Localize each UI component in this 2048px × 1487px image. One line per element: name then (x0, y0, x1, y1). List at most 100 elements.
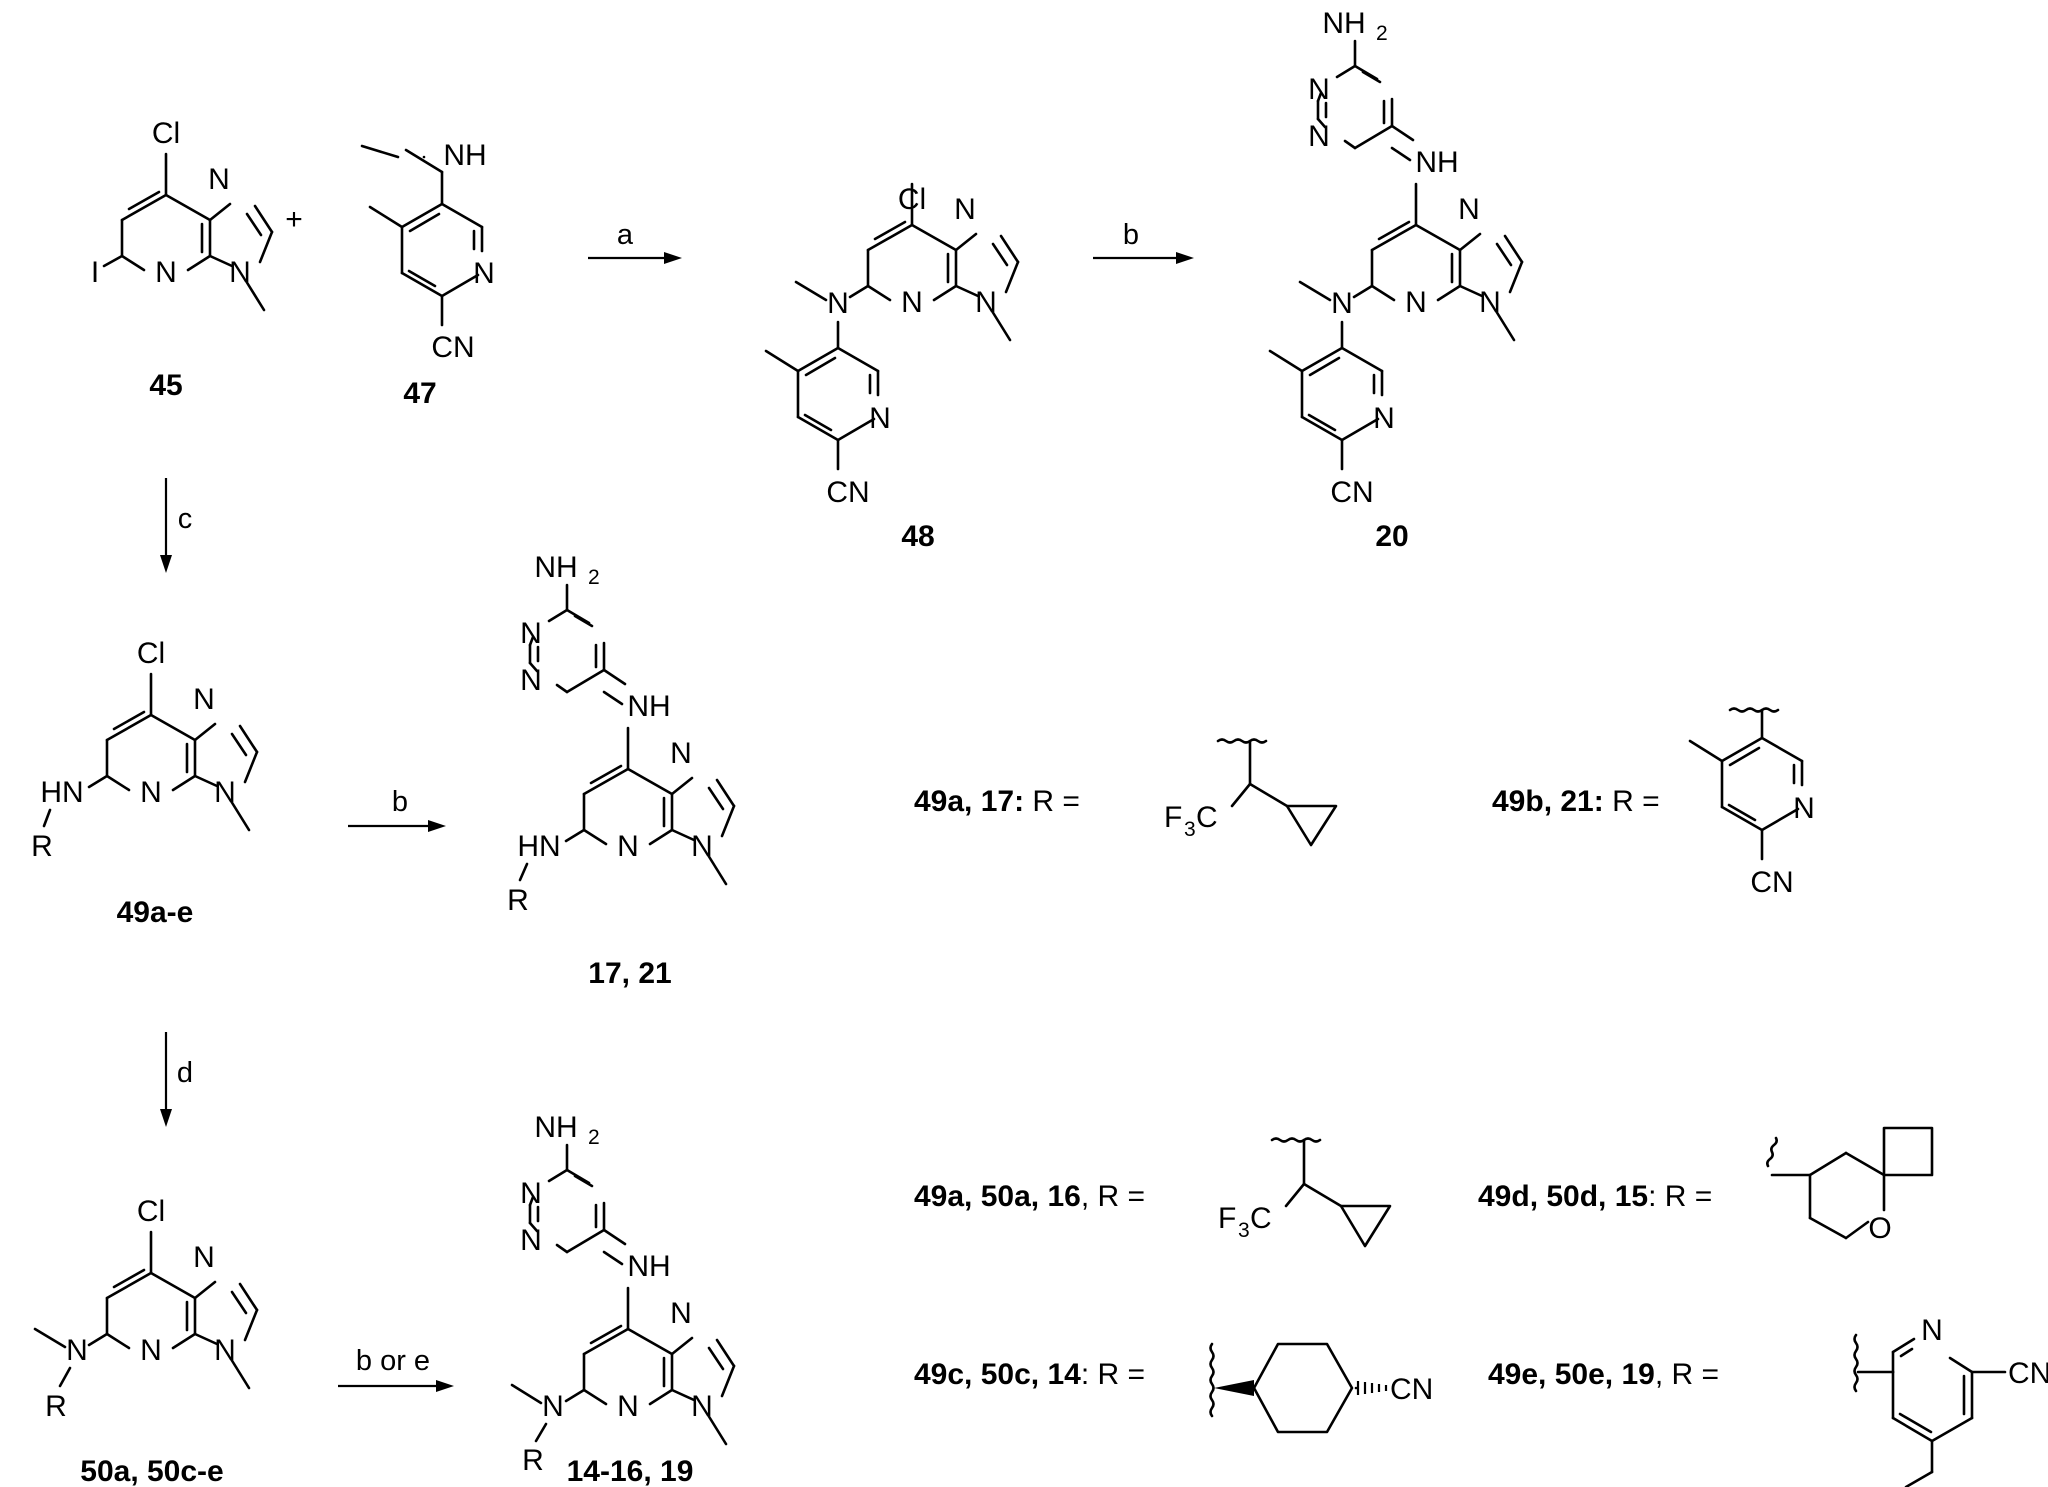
svg-text:R: R (31, 830, 53, 863)
condition-b-middle: b (392, 786, 408, 818)
arrow-b-top: b (1093, 219, 1194, 264)
svg-text:N: N (229, 256, 251, 289)
svg-text:N: N (1405, 286, 1427, 319)
svg-text:49a, 50a, 16, R =: 49a, 50a, 16, R = (914, 1180, 1145, 1213)
svg-text:N: N (827, 287, 849, 320)
svg-text:CN: CN (1750, 866, 1793, 899)
svg-text:C: C (1196, 801, 1218, 834)
svg-text:R: R (522, 1444, 544, 1477)
svg-text:N: N (1308, 120, 1330, 153)
svg-text:N: N (140, 776, 162, 809)
r-group-49b-21: 49b, 21: R = N CN (1492, 707, 1815, 899)
svg-text:49b, 21: R =: 49b, 21: R = (1492, 785, 1660, 818)
svg-text:N: N (954, 193, 976, 226)
svg-text:N: N (691, 830, 713, 863)
compound-label-45: 45 (149, 369, 182, 402)
r-group-49a-17: 49a, 17: R = F 3 C (914, 738, 1338, 847)
svg-text:HN: HN (517, 830, 560, 863)
arrow-d: d (160, 1032, 193, 1127)
svg-text:NH: NH (627, 1250, 670, 1283)
svg-text:CN: CN (431, 331, 474, 364)
svg-text:N: N (193, 1241, 215, 1274)
svg-text:N: N (473, 257, 495, 290)
svg-text:N: N (670, 737, 692, 770)
condition-b-or-e: b or e (356, 1345, 430, 1377)
compound-48: Cl N N N N N CN 48 (764, 182, 1020, 553)
svg-text:N: N (542, 1390, 564, 1423)
compound-49a-e: Cl N N N HN R 49a-e (31, 637, 259, 929)
svg-text:N: N (901, 286, 923, 319)
svg-text:CN: CN (1390, 1373, 1433, 1406)
arrow-b-or-e: b or e (338, 1345, 454, 1392)
svg-text:N: N (617, 1390, 639, 1423)
compound-45: Cl N N N I 45 (91, 117, 274, 402)
compound-50: Cl N N N N R 50a, 50c-e (33, 1195, 259, 1487)
svg-text:49d, 50d, 15: R =: 49d, 50d, 15: R = (1478, 1180, 1712, 1213)
svg-text:N: N (617, 830, 639, 863)
svg-text:CN: CN (826, 476, 869, 509)
svg-text:N: N (214, 776, 236, 809)
compound-label-48: 48 (901, 520, 934, 553)
compound-label-47: 47 (403, 377, 436, 410)
svg-text:N: N (1373, 402, 1395, 435)
svg-text:3: 3 (1238, 1219, 1250, 1242)
svg-text:NH: NH (443, 139, 486, 172)
svg-text:49c, 50c, 14: R =: 49c, 50c, 14: R = (914, 1358, 1145, 1391)
condition-d: d (177, 1057, 193, 1089)
svg-text:F: F (1218, 1202, 1236, 1235)
svg-text:O: O (1868, 1212, 1891, 1245)
svg-text:N: N (214, 1334, 236, 1367)
svg-text:N: N (1308, 73, 1330, 106)
svg-text:N: N (1331, 287, 1353, 320)
svg-text:N: N (691, 1390, 713, 1423)
svg-text:N: N (193, 683, 215, 716)
compound-14-19: N N N NH N N NH 2 N R 14-16, 19 (510, 1111, 736, 1487)
svg-text:F: F (1164, 801, 1182, 834)
svg-text:N: N (140, 1334, 162, 1367)
svg-text:N: N (1793, 792, 1815, 825)
plus-sign: + (285, 203, 303, 236)
svg-text:R: R (45, 1390, 67, 1423)
compound-label-20: 20 (1375, 520, 1408, 553)
svg-text:N: N (66, 1334, 88, 1367)
svg-text:Cl: Cl (137, 637, 165, 670)
svg-text:N: N (975, 286, 997, 319)
svg-text:N: N (520, 617, 542, 650)
compound-label-17-21: 17, 21 (588, 957, 671, 990)
r-group-49d-50d-15: 49d, 50d, 15: R = O (1478, 1126, 1934, 1245)
svg-text:Cl: Cl (137, 1195, 165, 1228)
svg-text:CN: CN (1330, 476, 1373, 509)
svg-text:NH: NH (627, 690, 670, 723)
svg-text:N: N (1921, 1314, 1943, 1347)
svg-text:NH: NH (1322, 7, 1365, 40)
arrow-c: c (160, 478, 192, 573)
svg-text:N: N (155, 256, 177, 289)
condition-b-top: b (1123, 219, 1139, 251)
r-group-49c-50c-14: 49c, 50c, 14: R = CN (914, 1342, 1433, 1434)
compound-47: NH N CN 47 (360, 139, 495, 410)
svg-text:NH: NH (1415, 146, 1458, 179)
svg-text:49e, 50e, 19, R =: 49e, 50e, 19, R = (1488, 1358, 1719, 1391)
condition-c: c (178, 503, 193, 535)
svg-text:49a, 17: R =: 49a, 17: R = (914, 785, 1080, 818)
svg-text:N: N (670, 1297, 692, 1330)
svg-text:N: N (869, 402, 891, 435)
svg-text:CN: CN (2008, 1357, 2048, 1390)
svg-text:NH: NH (534, 1111, 577, 1144)
svg-text:C: C (1250, 1202, 1272, 1235)
svg-text:N: N (520, 1224, 542, 1257)
svg-text:HN: HN (40, 776, 83, 809)
compound-20: N N N NH N N NH 2 N N CN 20 (1268, 7, 1524, 553)
svg-text:2: 2 (588, 566, 600, 589)
svg-text:NH: NH (534, 551, 577, 584)
svg-text:I: I (91, 256, 99, 289)
svg-text:N: N (520, 664, 542, 697)
compound-label-50: 50a, 50c-e (80, 1455, 223, 1487)
svg-text:2: 2 (588, 1126, 600, 1149)
svg-text:N: N (520, 1177, 542, 1210)
svg-text:N: N (1458, 193, 1480, 226)
svg-text:N: N (208, 163, 230, 196)
svg-text:Cl: Cl (898, 183, 926, 216)
svg-text:2: 2 (1376, 22, 1388, 45)
